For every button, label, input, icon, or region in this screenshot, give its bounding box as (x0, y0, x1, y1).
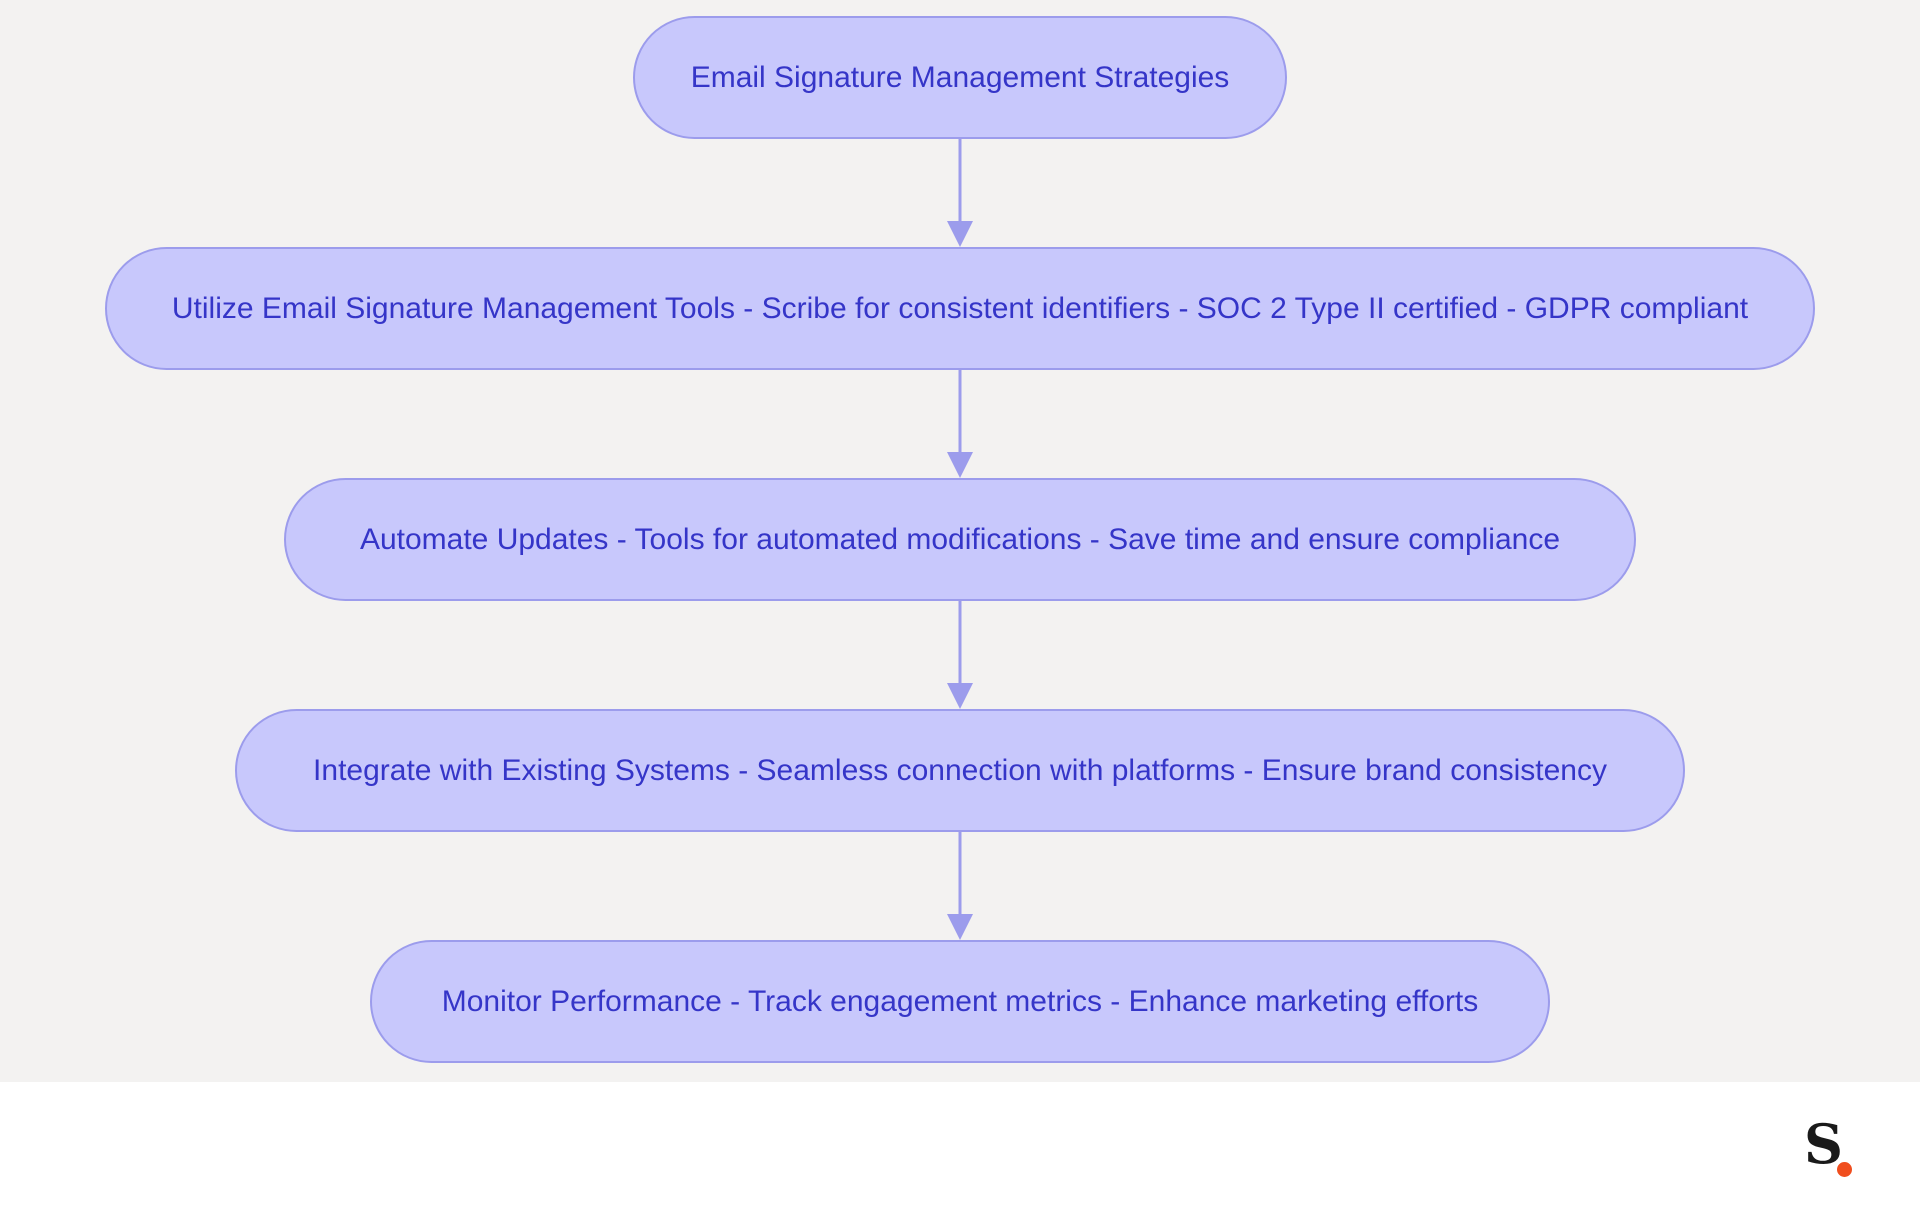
node-integrate-existing-systems: Integrate with Existing Systems - Seamle… (235, 709, 1685, 832)
node-label: Email Signature Management Strategies (690, 60, 1230, 94)
connector-n4-n5 (947, 832, 973, 940)
arrowhead-n4 (947, 683, 973, 709)
arrowhead-n2 (947, 221, 973, 247)
flowchart-connectors (947, 139, 973, 940)
node-email-signature-management-strategies: Email Signature Management Strategies (633, 16, 1287, 139)
footer (0, 1082, 1920, 1215)
node-label: Monitor Performance - Track engagement m… (441, 984, 1479, 1018)
connector-n1-n2 (947, 139, 973, 247)
node-label: Utilize Email Signature Management Tools… (171, 291, 1749, 325)
node-utilize-management-tools: Utilize Email Signature Management Tools… (105, 247, 1815, 370)
brand-logo: S (1800, 1114, 1860, 1182)
brand-logo-letter: S (1804, 1112, 1843, 1176)
node-monitor-performance: Monitor Performance - Track engagement m… (370, 940, 1550, 1063)
node-automate-updates: Automate Updates - Tools for automated m… (284, 478, 1636, 601)
flowchart-area: Email Signature Management Strategies Ut… (0, 0, 1920, 1082)
arrowhead-n5 (947, 914, 973, 940)
brand-logo-dot (1837, 1162, 1852, 1177)
node-label: Integrate with Existing Systems - Seamle… (313, 753, 1607, 787)
connector-n2-n3 (947, 370, 973, 478)
connector-n3-n4 (947, 601, 973, 709)
node-label: Automate Updates - Tools for automated m… (359, 522, 1561, 556)
arrowhead-n3 (947, 452, 973, 478)
